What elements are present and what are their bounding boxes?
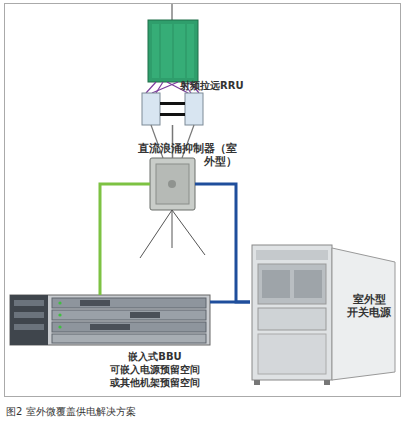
cable-connector [100,184,150,295]
frame [5,4,401,397]
tripod [140,210,205,258]
equipment-node: 直流浪涌抑制器（室外型） [150,158,195,210]
figure-caption: 图2 室外微覆盖供电解决方案 [6,405,136,418]
node-label: 直流浪涌抑制器（室外型） [137,142,237,168]
rru-units [142,93,203,125]
outdoor-cabinet [252,245,395,385]
cable-connector [210,300,250,303]
node-label: 嵌入式BBU 可嵌入电源预留空间 或其他机架预留空间 [100,350,210,389]
equipment-node: 嵌入式BBU 可嵌入电源预留空间 或其他机架预留空间 [10,295,210,345]
bbu-unit [10,295,210,345]
node-label: 射频拉远RRU [180,79,244,92]
cable-connector [195,184,250,302]
equipment-node: 射频拉远RRU [142,93,203,125]
antenna-panel [148,20,198,82]
surge-suppressor [150,158,195,210]
mast [172,4,173,20]
node-label: 室外型 开关电源 [343,293,395,319]
equipment-node: 室外型 开关电源 [250,245,395,380]
